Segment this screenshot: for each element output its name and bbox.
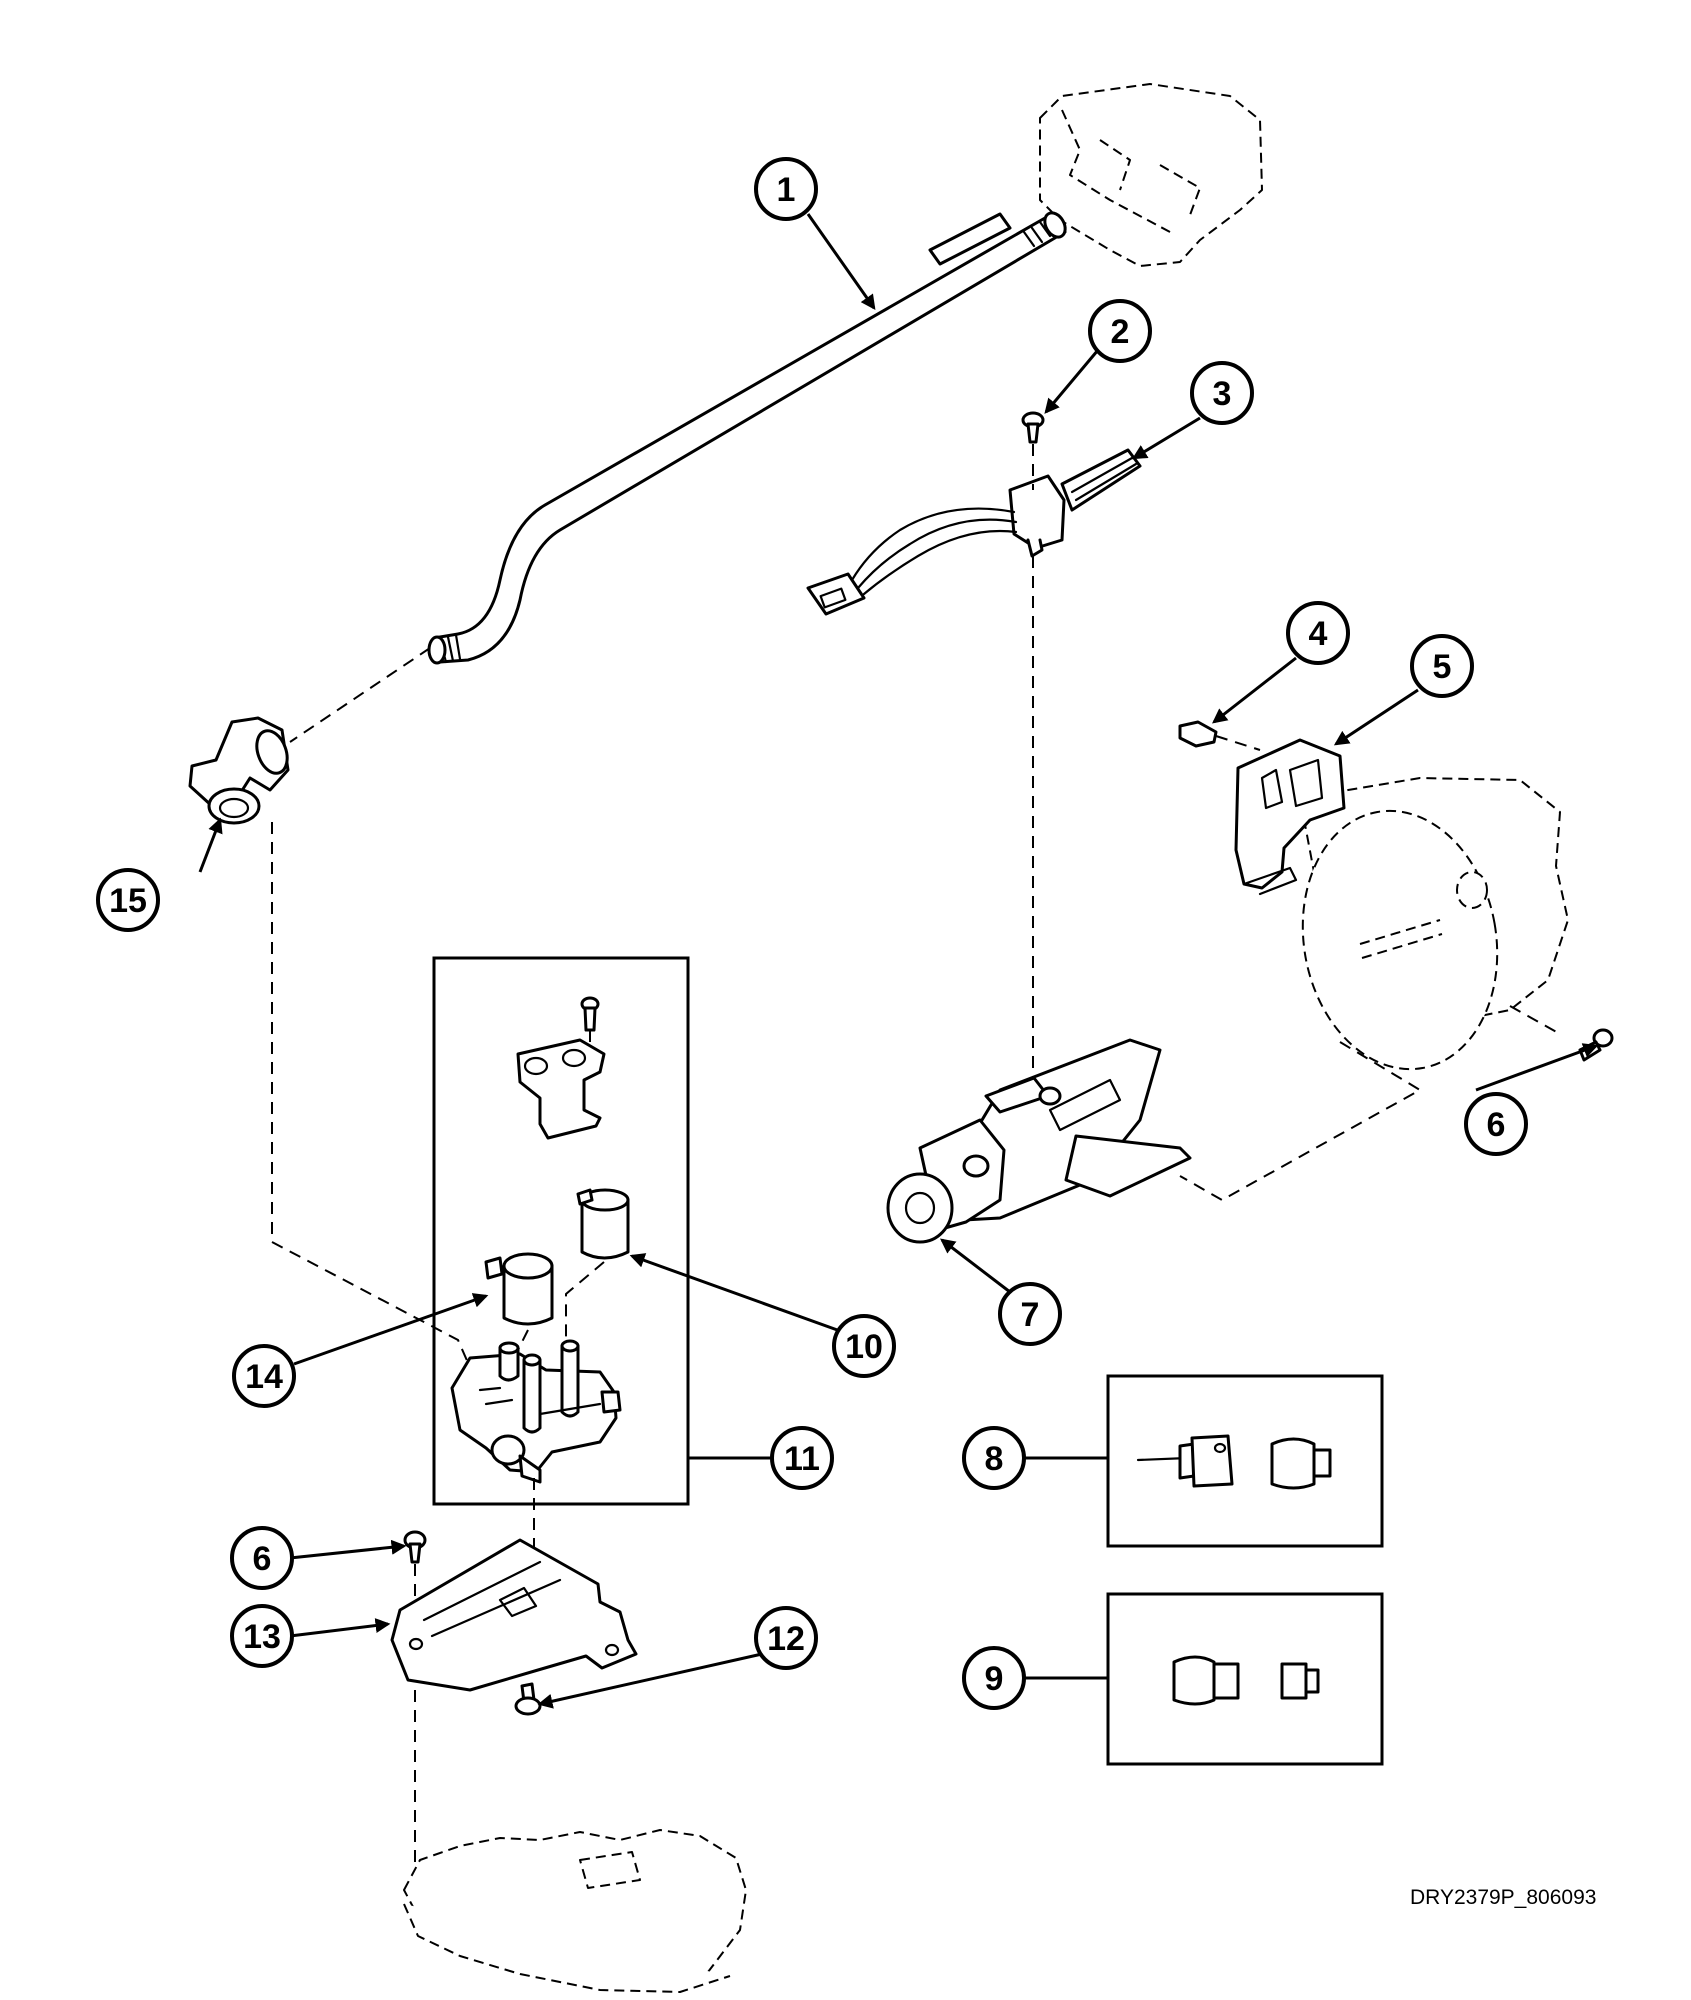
pipe-to-elbow-line: [289, 647, 431, 743]
callout-9-label: 9: [985, 1660, 1004, 1698]
callout-2-label: 2: [1111, 313, 1130, 351]
valve-coil-right: [576, 1188, 630, 1260]
callout-15-label: 15: [109, 882, 147, 920]
burner-bracket: [1234, 738, 1346, 896]
callout-6-left: 6: [230, 1526, 294, 1590]
igniter: [806, 448, 1142, 616]
cabinet-base-ghost: [403, 1829, 747, 1993]
callout-14-label: 14: [245, 1358, 283, 1396]
callout-12: 12: [754, 1606, 818, 1670]
valve-plate-screw: [403, 1530, 427, 1564]
callout-3: 3: [1190, 361, 1254, 425]
callout-3-label: 3: [1213, 375, 1232, 413]
cabinet-bracket-ghost: [1039, 83, 1263, 267]
callout-13: 13: [230, 1604, 294, 1668]
callout-11: 11: [770, 1426, 834, 1490]
burner-screw: [1578, 1028, 1614, 1062]
callout-6-left-label: 6: [253, 1540, 272, 1578]
callout-6-right-label: 6: [1487, 1106, 1506, 1144]
igniter-screw: [1021, 411, 1045, 444]
conversion-kit-box-8: [1106, 1374, 1384, 1548]
callout-8: 8: [962, 1426, 1026, 1490]
bracket-screw: [1178, 720, 1261, 751]
burner-assembly: [886, 1038, 1192, 1244]
callout-7: 7: [998, 1282, 1062, 1346]
callout-1-label: 1: [777, 171, 796, 209]
callout-4: 4: [1286, 601, 1350, 665]
callout-6-right: 6: [1464, 1092, 1528, 1156]
callout-10-label: 10: [845, 1328, 883, 1366]
callout-4-label: 4: [1309, 615, 1328, 653]
elbow-to-valve-line: [271, 822, 473, 1373]
callout-2: 2: [1088, 299, 1152, 363]
valve-mounting-plate: [390, 1538, 638, 1692]
gas-valve-body: [450, 1339, 622, 1484]
burner-tube-ghost: [1179, 777, 1569, 1202]
drawing-id: DRY2379P_806093: [1410, 1886, 1596, 1909]
coil-cover-bracket: [516, 996, 606, 1140]
conversion-kit-8-parts: [1136, 1434, 1332, 1490]
gas-valve-box: [432, 956, 690, 1506]
callout-5: 5: [1410, 634, 1474, 698]
leader-lines: [198, 213, 1599, 1709]
callout-5-label: 5: [1433, 648, 1452, 686]
callout-1: 1: [754, 157, 818, 221]
callout-11-label: 11: [784, 1440, 820, 1478]
callout-15: 15: [96, 868, 160, 932]
callout-12-label: 12: [767, 1620, 805, 1658]
callout-10: 10: [832, 1314, 896, 1378]
callout-14: 14: [232, 1344, 296, 1408]
valve-screw: [514, 1682, 542, 1716]
elbow-fitting: [188, 716, 290, 825]
callout-8-label: 8: [985, 1440, 1004, 1478]
conversion-kit-box-9: [1106, 1592, 1384, 1766]
conversion-kit-9-parts: [1172, 1655, 1320, 1706]
gas-pipe: [427, 211, 1067, 665]
valve-coil-left: [484, 1252, 554, 1326]
callout-7-label: 7: [1021, 1296, 1040, 1334]
callout-9: 9: [962, 1646, 1026, 1710]
callout-13-label: 13: [243, 1618, 281, 1656]
